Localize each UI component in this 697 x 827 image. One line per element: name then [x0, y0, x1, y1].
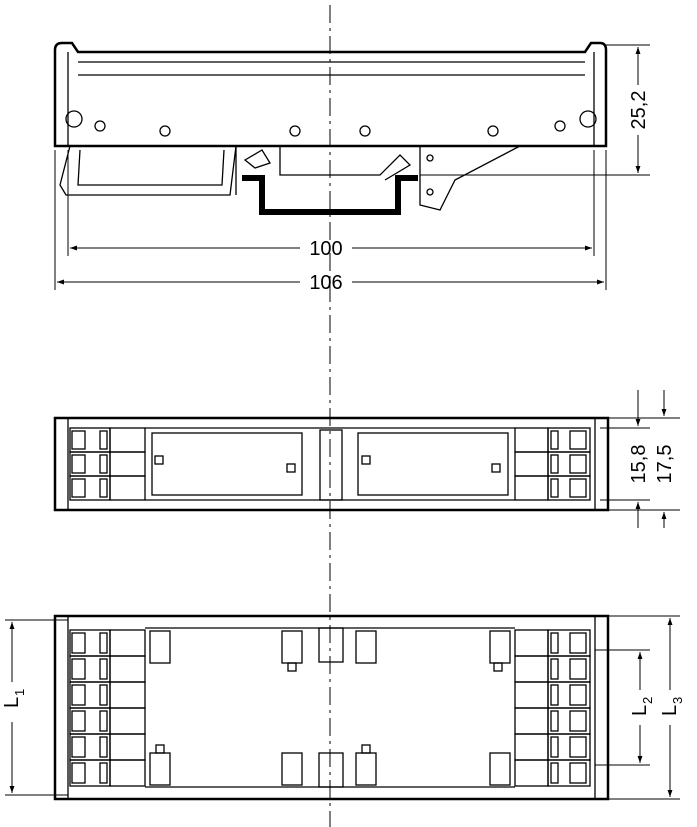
terminal-right [514, 733, 591, 761]
terminal-left [69, 655, 146, 683]
terminal-right [514, 451, 591, 477]
dim-17-5: 17,5 [654, 445, 676, 484]
svg-text:1: 1 [12, 689, 27, 696]
dim-15-8: 15,8 [628, 445, 650, 484]
terminal-left [69, 475, 146, 501]
terminal-left [69, 733, 146, 761]
top-view-6-pole [53, 614, 610, 801]
terminal-right [514, 759, 591, 787]
dim-l2: L2 [629, 697, 655, 716]
svg-text:L: L [1, 697, 23, 708]
terminal-right [514, 475, 591, 501]
terminal-left [69, 759, 146, 787]
terminal-left [69, 707, 146, 735]
dim-106: 106 [309, 272, 342, 294]
dim-100: 100 [309, 238, 342, 260]
svg-text:L: L [659, 705, 681, 716]
terminal-left [69, 681, 146, 709]
front-view [53, 41, 608, 215]
terminal-right [514, 681, 591, 709]
terminal-right [514, 629, 591, 657]
svg-text:L: L [629, 705, 651, 716]
svg-text:2: 2 [640, 697, 655, 704]
dim-l3: L3 [659, 697, 685, 716]
dim-25-2: 25,2 [628, 91, 650, 130]
top-view-3-pole [53, 416, 610, 512]
terminal-left [69, 451, 146, 477]
dim-l1: L1 [1, 689, 27, 708]
terminal-right [514, 655, 591, 683]
terminal-right [514, 427, 591, 453]
terminal-left [69, 629, 146, 657]
svg-text:3: 3 [670, 697, 685, 704]
terminal-right [514, 707, 591, 735]
terminal-left [69, 427, 146, 453]
